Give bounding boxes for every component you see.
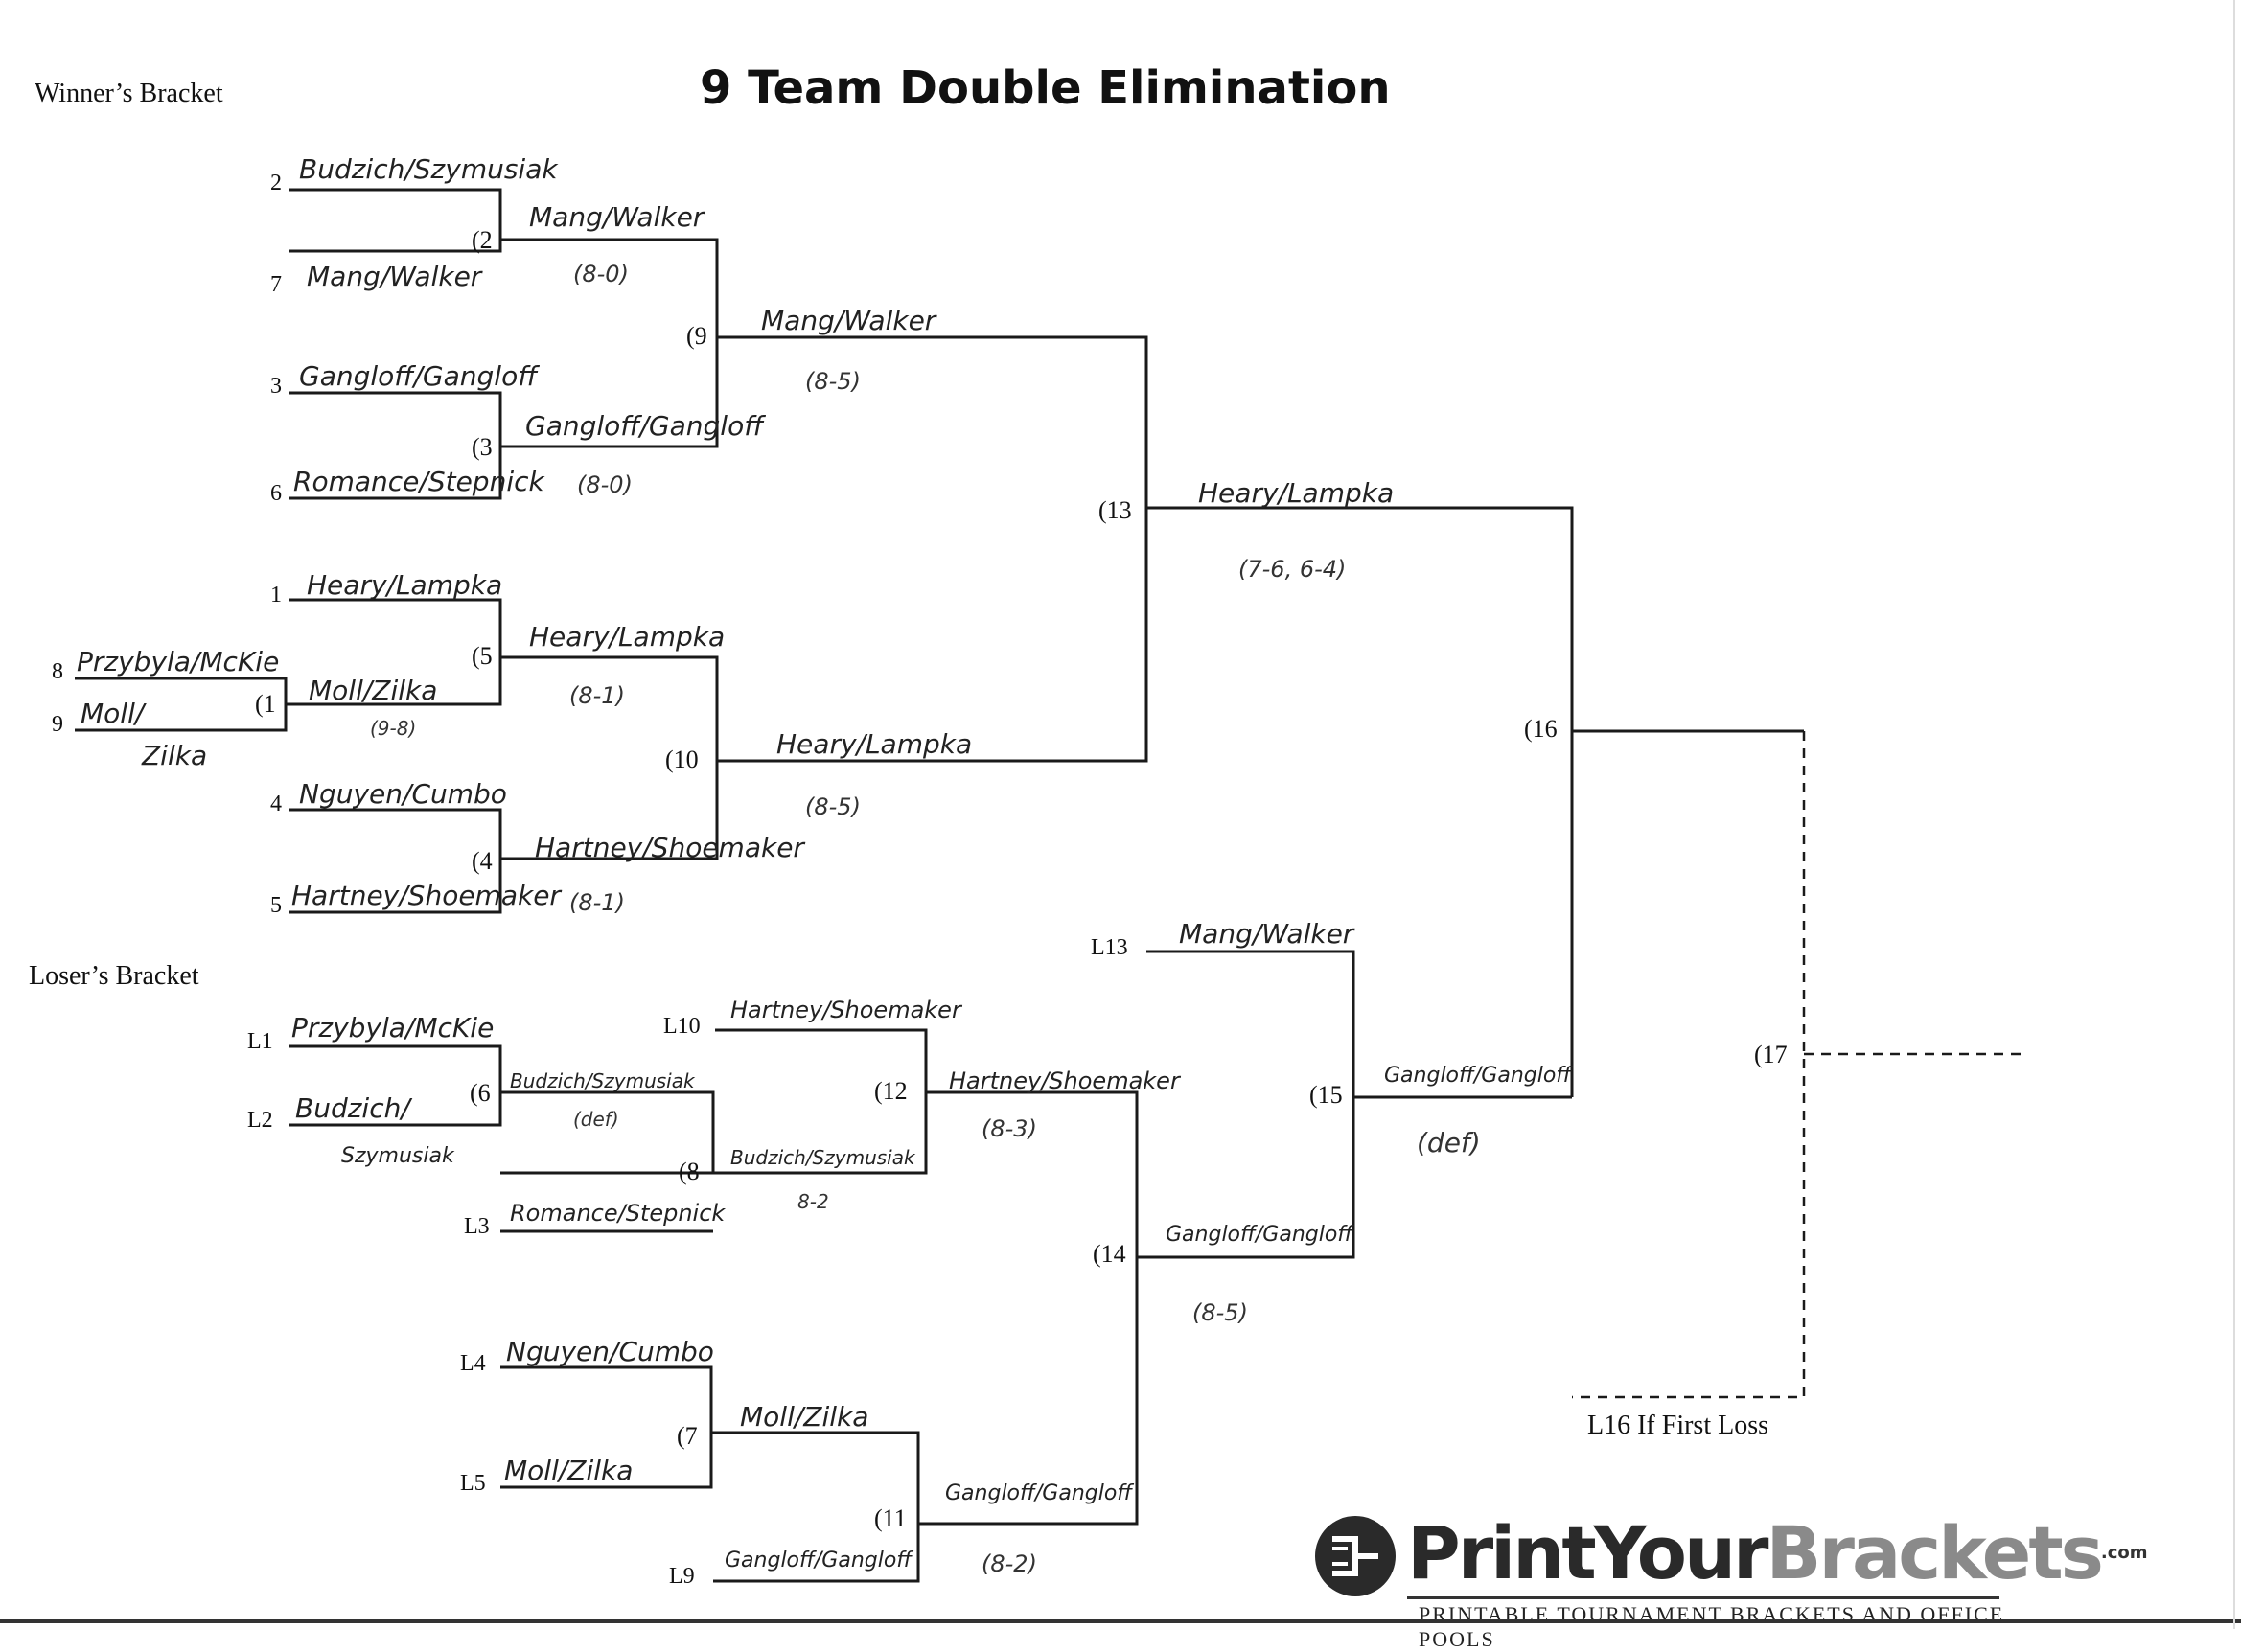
losers-bracket-label: Loser’s Bracket bbox=[29, 961, 199, 991]
winner-game-4: Hartney/Shoemaker bbox=[535, 832, 804, 863]
bracket-logo-icon bbox=[1315, 1516, 1396, 1596]
game-10: (10 bbox=[665, 746, 699, 773]
game-14: (14 bbox=[1093, 1240, 1126, 1268]
winner-game-5: Heary/Lampka bbox=[529, 621, 726, 653]
winner-game-8: Budzich/Szymusiak bbox=[730, 1146, 915, 1169]
seed-8: 8 bbox=[52, 659, 63, 684]
winner-game-13: Heary/Lampka bbox=[1198, 477, 1395, 509]
team-seed-7: Mang/Walker bbox=[307, 261, 482, 292]
winner-game-6: Budzich/Szymusiak bbox=[510, 1069, 695, 1092]
score-game-8: 8-2 bbox=[797, 1190, 829, 1213]
page-right-edge bbox=[2233, 0, 2235, 1629]
game-12: (12 bbox=[874, 1077, 908, 1105]
game-17: (17 bbox=[1754, 1041, 1788, 1068]
team-seed-3: Gangloff/Gangloff bbox=[299, 360, 538, 392]
team-l5: Moll/Zilka bbox=[504, 1455, 634, 1486]
seed-l13: L13 bbox=[1091, 935, 1128, 960]
winner-game-2: Mang/Walker bbox=[529, 201, 705, 233]
score-game-1: (9-8) bbox=[370, 717, 417, 740]
team-seed-8: Przybyla/McKie bbox=[77, 646, 280, 677]
team-l2-continued: Szymusiak bbox=[341, 1144, 454, 1168]
team-l13: Mang/Walker bbox=[1179, 918, 1354, 950]
score-game-2: (8-0) bbox=[573, 261, 629, 287]
team-seed-1: Heary/Lampka bbox=[307, 569, 503, 601]
score-game-3: (8-0) bbox=[577, 471, 633, 498]
seed-l4: L4 bbox=[460, 1351, 486, 1376]
score-game-13: (7-6, 6-4) bbox=[1238, 556, 1347, 583]
seed-5: 5 bbox=[270, 893, 282, 918]
team-l10: Hartney/Shoemaker bbox=[730, 997, 961, 1023]
game-9: (9 bbox=[686, 322, 707, 350]
game-6: (6 bbox=[470, 1079, 491, 1107]
score-game-6: (def) bbox=[573, 1108, 619, 1131]
game-5: (5 bbox=[472, 642, 493, 670]
printyourbrackets-logo: PrintYourBrackets.com PRINTABLE TOURNAME… bbox=[1311, 1510, 2148, 1651]
seed-4: 4 bbox=[270, 792, 282, 816]
seed-l1: L1 bbox=[247, 1029, 273, 1054]
seed-l2: L2 bbox=[247, 1108, 273, 1133]
team-seed-6: Romance/Stepnick bbox=[293, 466, 544, 497]
seed-6: 6 bbox=[270, 481, 282, 506]
seed-1: 1 bbox=[270, 583, 282, 608]
page-title: 9 Team Double Elimination bbox=[700, 61, 1391, 115]
score-game-5: (8-1) bbox=[569, 682, 625, 709]
winner-game-12: Hartney/Shoemaker bbox=[949, 1067, 1180, 1094]
seed-9: 9 bbox=[52, 712, 63, 737]
seed-l3: L3 bbox=[464, 1214, 490, 1239]
seed-l10: L10 bbox=[663, 1014, 701, 1039]
score-game-4: (8-1) bbox=[569, 889, 625, 916]
game-13: (13 bbox=[1098, 496, 1132, 524]
game-16: (16 bbox=[1524, 715, 1558, 743]
team-l4: Nguyen/Cumbo bbox=[506, 1336, 714, 1367]
game-3: (3 bbox=[472, 433, 493, 461]
winners-bracket-label: Winner’s Bracket bbox=[35, 79, 223, 108]
logo-wordmark: PrintYourBrackets.com bbox=[1407, 1510, 2148, 1595]
score-game-10: (8-5) bbox=[805, 793, 861, 820]
seed-3: 3 bbox=[270, 374, 282, 399]
score-game-15: (def) bbox=[1417, 1127, 1481, 1159]
team-l2: Budzich/ bbox=[295, 1092, 410, 1124]
team-l3: Romance/Stepnick bbox=[510, 1200, 726, 1227]
game-7: (7 bbox=[677, 1422, 698, 1450]
winner-game-3: Gangloff/Gangloff bbox=[525, 410, 764, 442]
score-game-9: (8-5) bbox=[805, 368, 861, 395]
team-l9: Gangloff/Gangloff bbox=[725, 1549, 913, 1572]
team-l1: Przybyla/McKie bbox=[291, 1012, 495, 1044]
seed-l5: L5 bbox=[460, 1471, 486, 1496]
logo-divider bbox=[1407, 1596, 1999, 1599]
logo-tagline: PRINTABLE TOURNAMENT BRACKETS AND OFFICE… bbox=[1419, 1602, 2005, 1651]
game-2: (2 bbox=[472, 226, 493, 254]
team-seed-9-continued: Zilka bbox=[142, 740, 208, 771]
game-4: (4 bbox=[472, 847, 493, 875]
game-8: (8 bbox=[679, 1158, 700, 1185]
score-game-11: (8-2) bbox=[982, 1550, 1037, 1577]
winner-game-11: Gangloff/Gangloff bbox=[945, 1481, 1133, 1505]
winner-game-9: Mang/Walker bbox=[761, 305, 936, 336]
winner-game-15: Gangloff/Gangloff bbox=[1384, 1064, 1572, 1088]
seed-l9: L9 bbox=[669, 1564, 695, 1589]
team-seed-2: Budzich/Szymusiak bbox=[299, 153, 558, 185]
seed-2: 2 bbox=[270, 171, 282, 195]
if-first-loss-note: L16 If First Loss bbox=[1587, 1411, 1768, 1440]
game-11: (11 bbox=[874, 1504, 907, 1532]
team-seed-4: Nguyen/Cumbo bbox=[299, 778, 507, 810]
seed-7: 7 bbox=[270, 272, 282, 297]
winner-game-1: Moll/Zilka bbox=[309, 675, 438, 706]
score-game-12: (8-3) bbox=[982, 1115, 1037, 1142]
winner-game-14: Gangloff/Gangloff bbox=[1166, 1223, 1353, 1247]
winner-game-10: Heary/Lampka bbox=[776, 728, 973, 760]
game-15: (15 bbox=[1309, 1081, 1343, 1109]
score-game-14: (8-5) bbox=[1192, 1299, 1248, 1326]
team-seed-9: Moll/ bbox=[81, 698, 145, 729]
team-seed-5: Hartney/Shoemaker bbox=[291, 880, 561, 911]
page-bottom-edge bbox=[0, 1619, 2241, 1623]
winner-game-7: Moll/Zilka bbox=[740, 1401, 869, 1433]
game-1: (1 bbox=[255, 690, 276, 718]
